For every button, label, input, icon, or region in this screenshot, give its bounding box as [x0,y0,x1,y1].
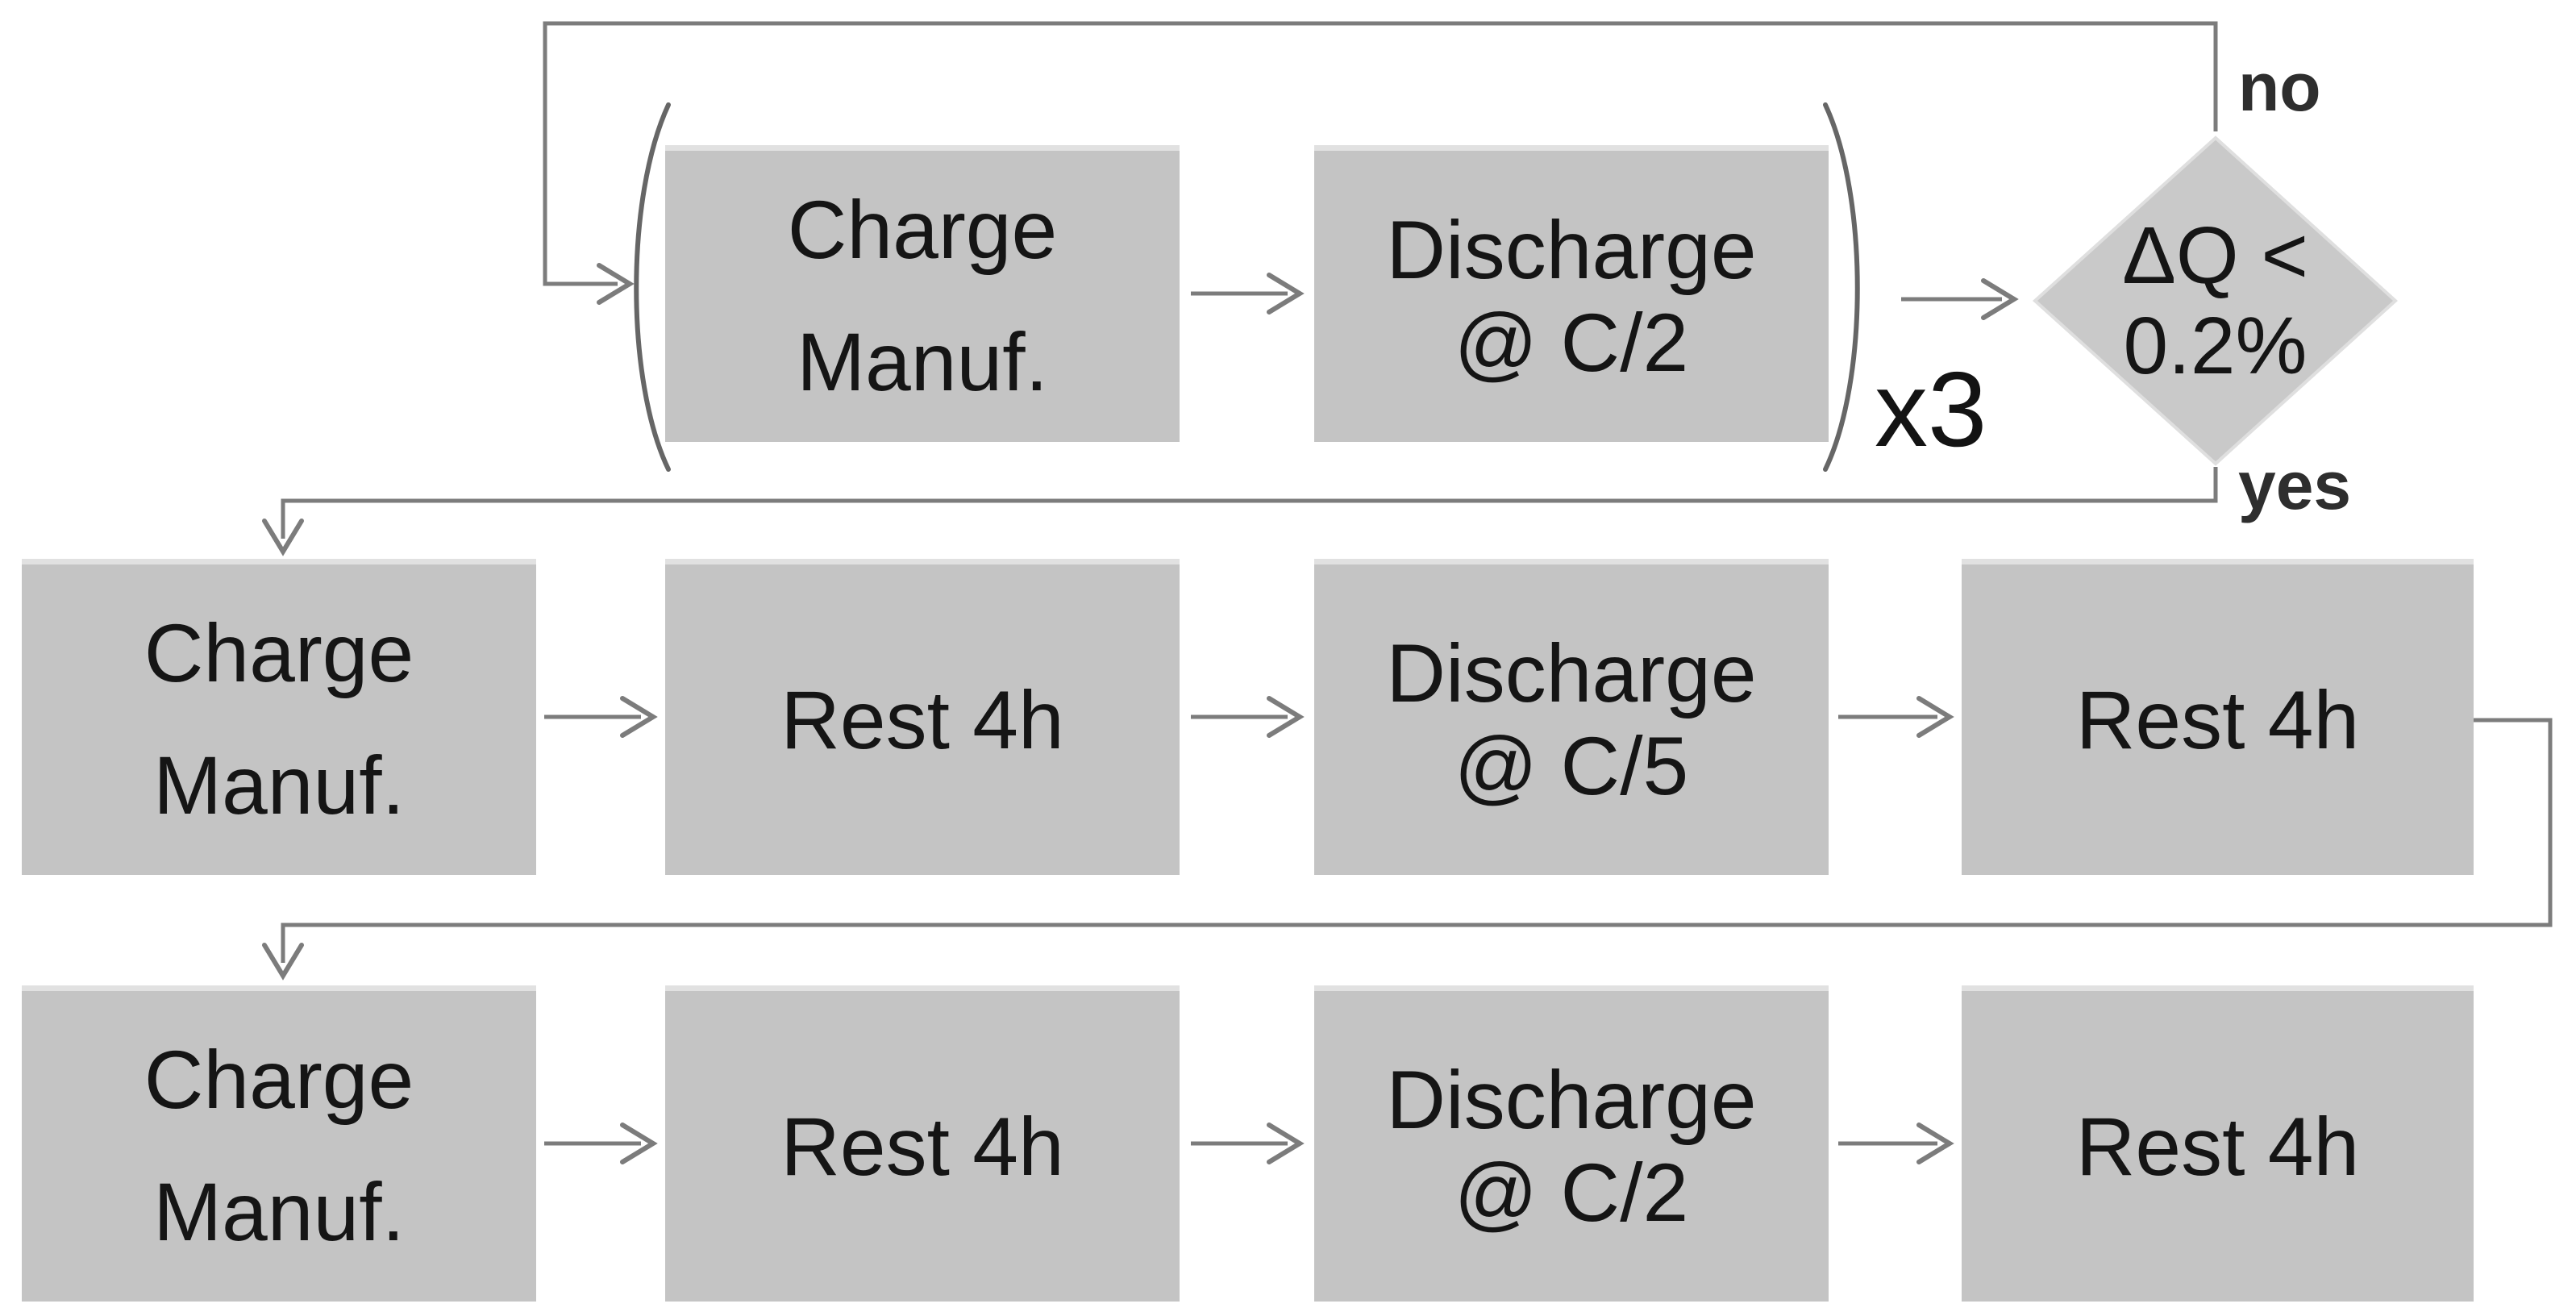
arrowhead-row3-a [620,1122,658,1164]
node-discharge-c2-row3: Discharge @ C/2 [1314,985,1829,1302]
node-label-line: @ C/2 [1454,1146,1689,1239]
arrowhead-row3-b [1267,1122,1305,1164]
node-discharge-c5-row2: Discharge @ C/5 [1314,559,1829,875]
node-rest-4h-row3-a: Rest 4h [665,985,1180,1302]
arrowhead-row1-a [1267,273,1305,314]
decision-diamond-shape [2033,135,2398,466]
node-label-line: Rest 4h [780,673,1064,766]
edge-no-loop [543,21,2218,286]
node-discharge-c2-row1: Discharge @ C/2 [1314,145,1829,442]
decision-delta-q: ΔQ < 0.2% [2035,138,2395,464]
node-label-line: Discharge [1386,204,1757,297]
node-charge-manuf-row2: Charge Manuf. [22,559,536,875]
arrowhead-no-loop [597,263,635,305]
node-label-line: Manuf. [153,1165,405,1258]
node-label-line: @ C/2 [1454,296,1689,389]
node-label-line: Charge [787,184,1058,277]
node-label-line: Charge [144,607,414,700]
arrowhead-row2-a [620,696,658,738]
arrowhead-row2-b [1267,696,1305,738]
edge-label-no: no [2238,49,2321,125]
node-charge-manuf-row1: Charge Manuf. [665,145,1180,442]
arrowhead-yes-down [262,519,304,556]
arrowhead-to-decision [1981,278,2019,320]
node-label-line: Rest 4h [2075,1100,2360,1193]
node-rest-4h-row3-b: Rest 4h [1962,985,2474,1302]
node-label-line: Manuf. [797,315,1048,408]
repeat-count-label: x3 [1875,350,1987,469]
node-label-line: Rest 4h [2075,673,2360,766]
arrowhead-wrap-down [262,943,304,981]
node-label-line: Manuf. [153,739,405,831]
edge-label-yes: yes [2238,448,2352,523]
node-label-line: @ C/5 [1454,719,1689,812]
node-rest-4h-row2-a: Rest 4h [665,559,1180,875]
decision-label-line: ΔQ < [2122,210,2308,301]
node-charge-manuf-row3: Charge Manuf. [22,985,536,1302]
node-label-line: Charge [144,1034,414,1127]
repeat-bracket-left [634,102,671,472]
node-label-line: Rest 4h [780,1100,1064,1193]
edge-yes [281,467,2218,539]
arrowhead-row2-c [1916,696,1954,738]
repeat-bracket-right [1823,102,1860,472]
node-label-line: Discharge [1386,1054,1757,1147]
arrowhead-row3-c [1916,1122,1954,1164]
node-rest-4h-row2-b: Rest 4h [1962,559,2474,875]
edge-row2-wraparound [281,718,2553,963]
node-label-line: Discharge [1386,627,1757,720]
decision-label-line: 0.2% [2123,301,2308,391]
